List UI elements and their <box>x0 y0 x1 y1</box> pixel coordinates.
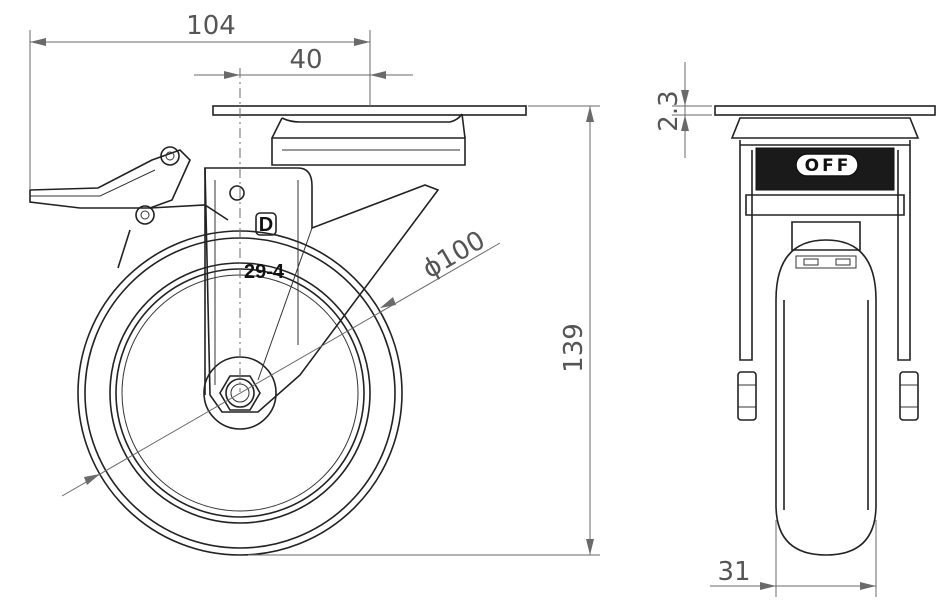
brake-off-label: OFF <box>805 156 852 176</box>
dim-height-value: 139 <box>559 323 589 373</box>
dim-offset-value: 40 <box>289 45 322 75</box>
dimension-height: 139 <box>248 105 600 556</box>
dimension-wheel-width: 31 <box>710 520 877 597</box>
dim-wheel-width-value: 31 <box>717 557 750 587</box>
dimension-overall-width: 104 <box>29 11 371 190</box>
brand-logo-letter: D <box>259 214 273 236</box>
top-plate-front <box>714 105 936 116</box>
wheel-front <box>775 221 877 556</box>
dim-overall-width-value: 104 <box>186 11 236 41</box>
dimension-offset: 40 <box>194 45 413 79</box>
pivot-hole <box>229 185 245 201</box>
swivel-head-front <box>730 117 920 139</box>
fork-front <box>739 140 911 361</box>
dimension-plate-thickness: 2.3 <box>654 62 712 158</box>
dim-wheel-diameter-value: ϕ100 <box>418 225 491 284</box>
brand-logo-mark: D <box>255 212 277 236</box>
axle-nut-right <box>899 371 919 421</box>
swivel-head-side <box>271 113 466 166</box>
brake-pedal-front: OFF <box>755 147 895 191</box>
model-code-label: 29-4 <box>244 261 285 283</box>
dim-plate-thickness-value: 2.3 <box>654 90 684 131</box>
brake-lever <box>29 146 229 269</box>
axle-nut-left <box>737 371 757 421</box>
front-view: OFF <box>714 105 936 556</box>
side-view: D 29-4 <box>29 68 527 556</box>
top-plate-side <box>212 105 527 116</box>
